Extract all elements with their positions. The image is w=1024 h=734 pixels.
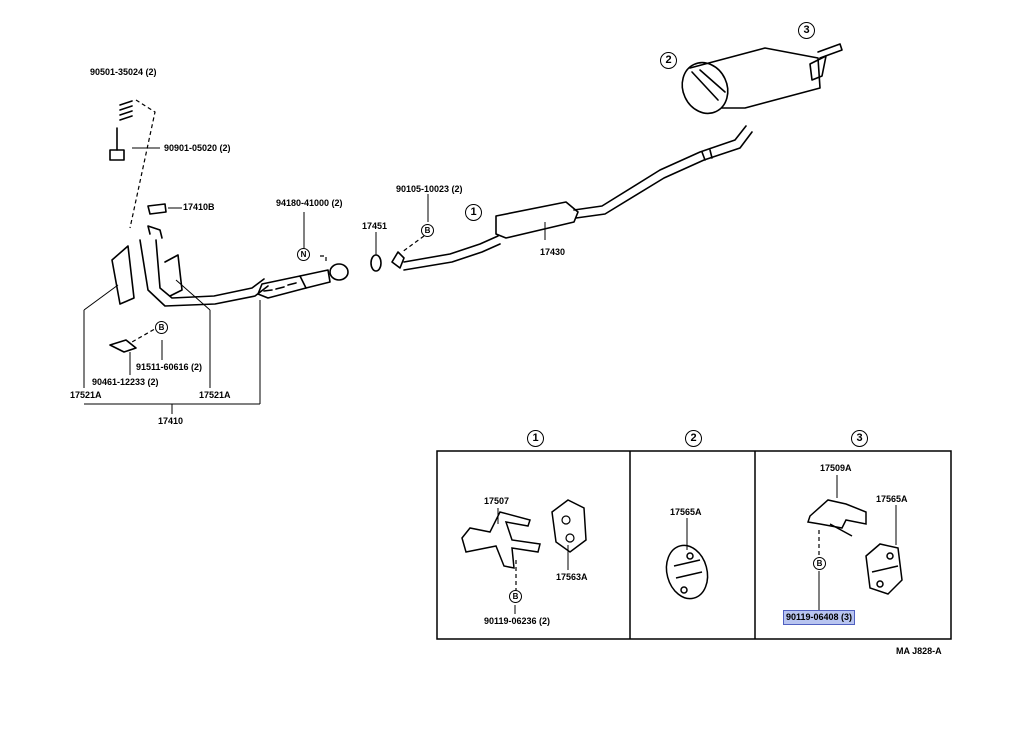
front-pipe-flex (257, 263, 349, 299)
part-label-17451[interactable]: 17451 (362, 221, 388, 231)
spring-and-bolt (109, 100, 167, 215)
marker-b-top: B (421, 224, 434, 237)
part-label-91511-60616[interactable]: 91511-60616 (2) (136, 362, 203, 372)
callout-3-main: 3 (798, 22, 815, 39)
diagram-code: MA J828-A (896, 646, 942, 656)
part-label-90901-05020[interactable]: 90901-05020 (2) (164, 143, 231, 153)
detail-boxes (436, 450, 952, 640)
exhaust-manifold-pipe (111, 225, 269, 307)
part-label-17565A-detail-2[interactable]: 17565A (670, 507, 702, 517)
part-label-17563A[interactable]: 17563A (556, 572, 588, 582)
cushion-17565A-detail-3 (865, 543, 903, 595)
part-label-17430[interactable]: 17430 (540, 247, 566, 257)
part-label-17507[interactable]: 17507 (484, 496, 510, 506)
part-label-90105-10023[interactable]: 90105-10023 (2) (396, 184, 463, 194)
rear-muffler (681, 43, 843, 115)
part-label-17509A[interactable]: 17509A (820, 463, 852, 473)
callout-2-main: 2 (660, 52, 677, 69)
part-label-94180-41000[interactable]: 94180-41000 (2) (276, 198, 343, 208)
part-label-17565A-detail-3[interactable]: 17565A (876, 494, 908, 504)
part-label-90501-35024[interactable]: 90501-35024 (2) (90, 67, 157, 77)
callout-3-detail: 3 (851, 430, 868, 447)
callout-2-detail: 2 (685, 430, 702, 447)
part-label-90461-12233[interactable]: 90461-12233 (2) (92, 377, 159, 387)
part-label-17521A-right[interactable]: 17521A (199, 390, 231, 400)
part-label-90119-06236[interactable]: 90119-06236 (2) (484, 616, 551, 626)
gasket-ring (370, 254, 382, 272)
part-label-17410B[interactable]: 17410B (183, 202, 215, 212)
callout-1-main: 1 (465, 204, 482, 221)
cushion-17565A-detail-2 (665, 544, 709, 600)
part-label-90119-06408-highlighted[interactable]: 90119-06408 (3) (782, 610, 856, 625)
part-label-17521A-left[interactable]: 17521A (70, 390, 102, 400)
marker-n: N (297, 248, 310, 261)
marker-b-detail-1: B (509, 590, 522, 603)
clamp-left (109, 339, 137, 353)
bracket-17509A (807, 499, 867, 529)
marker-b-detail-3: B (813, 557, 826, 570)
marker-b-left: B (155, 321, 168, 334)
callout-1-detail: 1 (527, 430, 544, 447)
cushion-17563A (551, 499, 587, 553)
center-pipe-muffler (391, 125, 753, 271)
part-label-17410[interactable]: 17410 (158, 416, 184, 426)
bracket-17507 (461, 511, 541, 569)
